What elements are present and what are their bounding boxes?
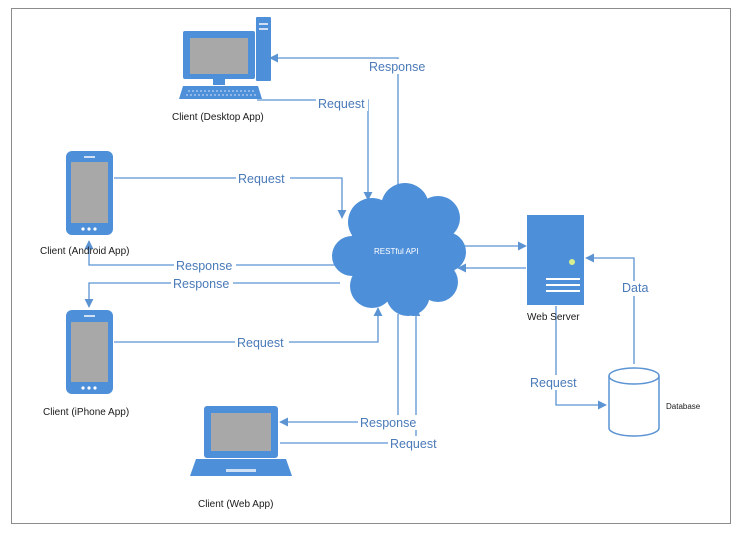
desktop-computer-icon (179, 17, 271, 99)
label-server-request: Request (530, 376, 577, 390)
edge-desktop-response (269, 53, 399, 198)
label-web-request: Request (390, 437, 437, 451)
server-icon (527, 215, 584, 305)
label-iphone-response: Response (173, 277, 229, 291)
label-iphone-request: Request (237, 336, 284, 350)
edge-server-request (555, 306, 607, 410)
edge-android-response (84, 240, 338, 266)
server-caption: Web Server (527, 312, 580, 323)
iphone-icon (66, 310, 113, 394)
cloud-label: RESTful API (374, 247, 418, 256)
label-db-data: Data (622, 281, 648, 295)
edge-web-response (279, 314, 399, 427)
laptop-icon (190, 406, 292, 476)
edge-iphone-request (114, 307, 383, 343)
iphone-caption: Client (iPhone App) (43, 407, 129, 418)
android-caption: Client (Android App) (40, 246, 130, 257)
label-desktop-response: Response (369, 60, 425, 74)
database-caption: Database (666, 402, 701, 411)
edge-db-data (585, 253, 635, 364)
cloud-icon (332, 183, 466, 316)
label-web-response: Response (360, 416, 416, 430)
android-phone-icon (66, 151, 113, 235)
label-android-request: Request (238, 172, 285, 186)
edge-iphone-response (84, 282, 340, 308)
label-android-response: Response (176, 259, 232, 273)
web-caption: Client (Web App) (198, 499, 273, 510)
edge-android-request (114, 177, 347, 219)
label-desktop-request: Request (318, 97, 365, 111)
database-icon (608, 367, 660, 437)
desktop-caption: Client (Desktop App) (172, 112, 264, 123)
